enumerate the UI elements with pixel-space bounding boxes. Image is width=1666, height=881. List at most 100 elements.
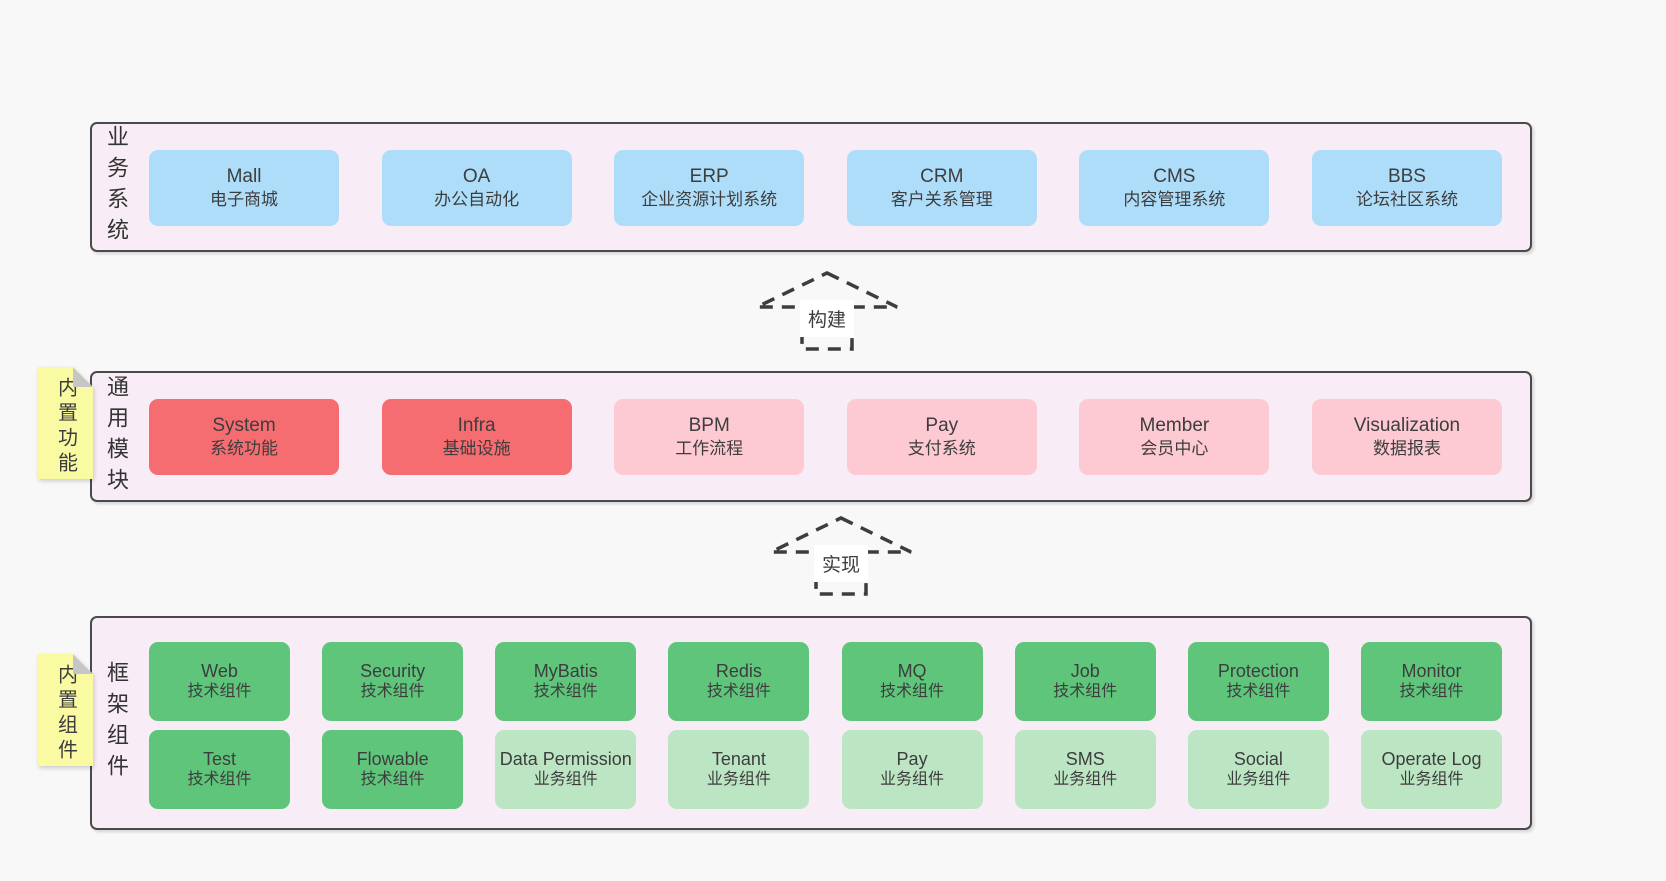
box-title: Social xyxy=(1233,748,1283,769)
box-title: CMS xyxy=(1153,165,1196,187)
box-tenant: Tenant 业务组件 xyxy=(668,730,810,809)
note-built-in-components: 内置组件 xyxy=(38,654,93,766)
box-title: Security xyxy=(360,660,426,681)
box-title: Infra xyxy=(457,414,496,436)
box-title: Pay xyxy=(896,748,928,769)
box-subtitle: 论坛社区系统 xyxy=(1355,190,1458,210)
box-subtitle: 技术组件 xyxy=(187,771,252,789)
arrow-build: 构建 xyxy=(756,271,898,351)
box-subtitle: 业务组件 xyxy=(533,771,598,789)
box-subtitle: 工作流程 xyxy=(675,439,744,459)
arrow-implement-label: 实现 xyxy=(822,554,860,576)
box-subtitle: 电子商城 xyxy=(210,190,278,210)
common-modules-row: System 系统功能 Infra 基础设施 BPM 工作流程 Pay 支付系统… xyxy=(149,399,1502,475)
box-security: Security 技术组件 xyxy=(322,642,464,721)
band-framework-components: 框架组件 Web 技术组件 Security 技术组件 MyBatis 技术组件… xyxy=(90,616,1532,830)
arrow-label-bg xyxy=(814,545,868,582)
box-subtitle: 技术组件 xyxy=(1053,683,1118,701)
box-title: SMS xyxy=(1065,748,1105,769)
band-label-framework-components: 框架组件 xyxy=(104,661,129,785)
box-title: Protection xyxy=(1217,660,1299,681)
box-subtitle: 技术组件 xyxy=(706,683,771,701)
box-title: Tenant xyxy=(711,748,766,769)
business-systems-row: Mall 电子商城 OA 办公自动化 ERP 企业资源计划系统 CRM 客户关系… xyxy=(149,150,1502,226)
band-label-business-systems: 业务系统 xyxy=(104,125,129,249)
box-title: System xyxy=(212,414,276,436)
band-business-systems: 业务系统 Mall 电子商城 OA 办公自动化 ERP 企业资源计划系统 CRM… xyxy=(90,122,1532,252)
arrow-build-outline xyxy=(756,271,898,351)
box-subtitle: 业务组件 xyxy=(1399,771,1464,789)
box-subtitle: 技术组件 xyxy=(360,683,425,701)
box-social: Social 业务组件 xyxy=(1187,730,1329,809)
box-subtitle: 企业资源计划系统 xyxy=(641,190,778,210)
box-operate-log: Operate Log 业务组件 xyxy=(1360,730,1502,809)
box-mall: Mall 电子商城 xyxy=(149,150,339,226)
box-subtitle: 基础设施 xyxy=(442,439,511,459)
box-subtitle: 技术组件 xyxy=(1399,683,1464,701)
box-subtitle: 技术组件 xyxy=(187,683,252,701)
box-job: Job 技术组件 xyxy=(1014,642,1156,721)
box-monitor: Monitor 技术组件 xyxy=(1360,642,1502,721)
box-subtitle: 业务组件 xyxy=(1226,771,1291,789)
box-flowable: Flowable 技术组件 xyxy=(322,730,464,809)
box-subtitle: 技术组件 xyxy=(360,771,425,789)
box-title: Redis xyxy=(715,660,762,681)
box-subtitle: 办公自动化 xyxy=(434,190,520,210)
box-subtitle: 技术组件 xyxy=(880,683,945,701)
band-common-modules: 通用模块 System 系统功能 Infra 基础设施 BPM 工作流程 Pay… xyxy=(90,371,1532,502)
box-oa: OA 办公自动化 xyxy=(381,150,572,226)
box-subtitle: 业务组件 xyxy=(1053,771,1118,789)
box-title: Monitor xyxy=(1401,660,1462,681)
note-text: 内置功能 xyxy=(54,377,77,477)
arrow-build-label: 构建 xyxy=(808,309,846,331)
box-title: ERP xyxy=(689,165,729,187)
box-test: Test 技术组件 xyxy=(149,730,290,809)
box-infra: Infra 基础设施 xyxy=(381,399,572,475)
framework-components-row-1: Web 技术组件 Security 技术组件 MyBatis 技术组件 Redi… xyxy=(149,642,1502,721)
arrow-implement-outline xyxy=(770,516,912,596)
note-built-in-features: 内置功能 xyxy=(38,367,93,479)
box-title: Flowable xyxy=(356,748,429,769)
box-title: Web xyxy=(201,660,238,681)
box-title: BBS xyxy=(1387,165,1426,187)
box-sms: SMS 业务组件 xyxy=(1014,730,1156,809)
box-subtitle: 客户关系管理 xyxy=(890,190,993,210)
box-subtitle: 内容管理系统 xyxy=(1123,190,1226,210)
box-web: Web 技术组件 xyxy=(149,642,290,721)
box-pay-system: Pay 支付系统 xyxy=(846,399,1037,475)
note-text: 内置组件 xyxy=(54,664,77,764)
box-title: Pay xyxy=(925,414,959,436)
box-title: MyBatis xyxy=(533,660,598,681)
box-subtitle: 系统功能 xyxy=(210,439,278,459)
box-subtitle: 业务组件 xyxy=(880,771,945,789)
box-title: Mall xyxy=(226,165,262,187)
box-pay-component: Pay 业务组件 xyxy=(841,730,983,809)
box-bpm: BPM 工作流程 xyxy=(614,399,805,475)
box-subtitle: 会员中心 xyxy=(1140,439,1209,459)
box-title: Visualization xyxy=(1353,414,1461,436)
box-subtitle: 技术组件 xyxy=(1226,683,1291,701)
box-title: Member xyxy=(1139,414,1210,436)
box-title: CRM xyxy=(920,165,964,187)
box-protection: Protection 技术组件 xyxy=(1187,642,1329,721)
arrow-implement: 实现 xyxy=(770,516,912,596)
box-visualization: Visualization 数据报表 xyxy=(1311,399,1502,475)
box-data-permission: Data Permission 业务组件 xyxy=(495,730,637,809)
box-member: Member 会员中心 xyxy=(1079,399,1270,475)
box-title: Job xyxy=(1070,660,1100,681)
box-system: System 系统功能 xyxy=(149,399,339,475)
box-title: Data Permission xyxy=(499,748,632,769)
box-subtitle: 业务组件 xyxy=(706,771,771,789)
box-title: Test xyxy=(202,748,236,769)
band-label-common-modules: 通用模块 xyxy=(104,374,129,499)
box-mybatis: MyBatis 技术组件 xyxy=(495,642,637,721)
arrow-label-bg xyxy=(800,300,854,337)
box-redis: Redis 技术组件 xyxy=(668,642,810,721)
box-erp: ERP 企业资源计划系统 xyxy=(614,150,805,226)
box-title: OA xyxy=(462,165,491,187)
box-title: BPM xyxy=(688,414,730,436)
box-crm: CRM 客户关系管理 xyxy=(846,150,1037,226)
box-subtitle: 技术组件 xyxy=(533,683,598,701)
box-subtitle: 支付系统 xyxy=(907,439,976,459)
box-title: Operate Log xyxy=(1381,748,1482,769)
